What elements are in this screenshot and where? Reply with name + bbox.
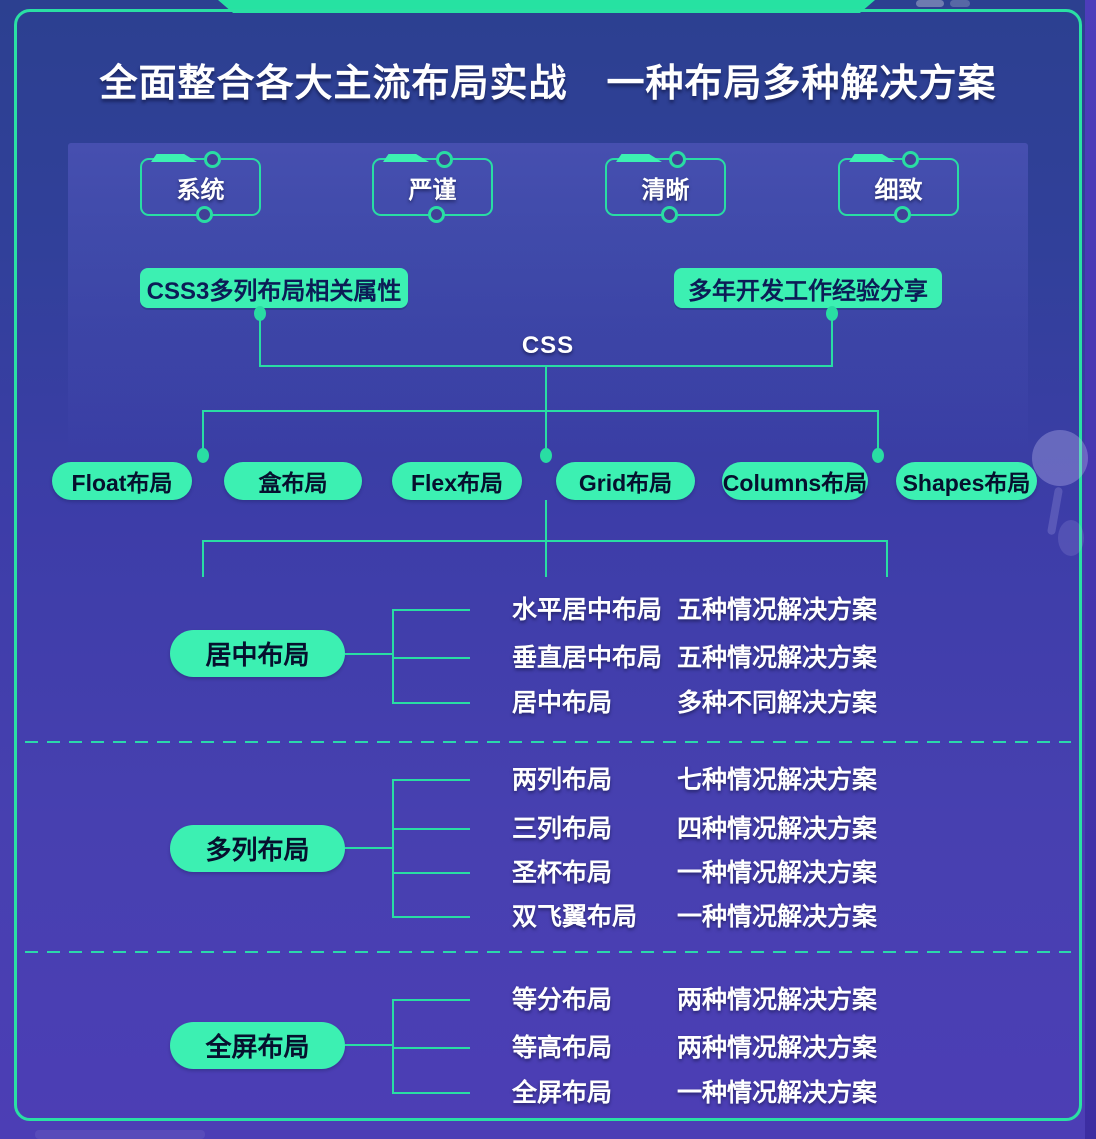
connector-dot [254,306,266,321]
branch-solution: 两种情况解决方案 [677,1034,878,1062]
feature-tag: 细致 [838,151,959,223]
feature-tag-label: 细致 [874,176,923,204]
feature-tag-label: 系统 [176,176,225,204]
connector-line [392,872,470,874]
branch-solution: 七种情况解决方案 [677,766,878,794]
layout-pill: Columns布局 [722,462,868,500]
ring-icon [428,206,445,223]
connector-line [392,657,470,659]
branch-label: 等分布局 [512,986,613,1014]
connector-line [392,999,470,1001]
branch-label: 等高布局 [512,1034,613,1062]
connector-line [392,702,470,704]
connector-line [886,540,888,577]
branch-label: 圣杯布局 [512,859,613,887]
outer-frame-border [14,9,1082,1121]
connector-line [345,1044,392,1046]
branch-label: 全屏布局 [512,1079,613,1107]
connector-line [203,410,879,412]
branch-solution: 四种情况解决方案 [677,815,878,843]
css-root-label: CSS [521,332,575,359]
feature-tag: 清晰 [605,151,726,223]
decor-circle [1058,520,1084,556]
feature-tag: 系统 [140,151,261,223]
ring-icon [902,151,919,168]
branch-solution: 两种情况解决方案 [677,986,878,1014]
layout-pill: 盒布局 [224,462,362,500]
folder-tab-icon [151,154,197,162]
folder-tab-icon [849,154,895,162]
branch-label: 垂直居中布局 [512,644,663,672]
connector-dot [826,306,838,321]
ring-icon [436,151,453,168]
branch-label: 水平居中布局 [512,596,663,624]
group-pill: 全屏布局 [170,1022,345,1069]
connector-line [545,540,547,577]
connector-line [392,916,470,918]
connector-line [545,365,547,410]
connector-line [259,316,261,365]
folder-tab-icon [383,154,429,162]
connector-dot [540,448,552,463]
group-pill: 居中布局 [170,630,345,677]
top-right-fragment [950,0,970,7]
connector-line [545,500,547,540]
branch-solution: 多种不同解决方案 [677,689,878,717]
ring-icon [196,206,213,223]
top-right-fragment [916,0,944,7]
layout-pill: Shapes布局 [896,462,1037,500]
connector-line [392,1092,470,1094]
connector-line [392,609,470,611]
branch-solution: 五种情况解决方案 [677,596,878,624]
ring-icon [661,206,678,223]
layout-pill: Grid布局 [556,462,695,500]
branch-label: 三列布局 [512,815,613,843]
connector-line [392,779,394,918]
connector-dot [872,448,884,463]
branch-label: 双飞翼布局 [512,903,638,931]
branch-label: 两列布局 [512,766,613,794]
page-background-strip [1085,0,1096,1139]
connector-line [392,999,394,1094]
bottom-fragment [35,1130,205,1139]
layout-pill: Flex布局 [392,462,522,500]
group-pill: 多列布局 [170,825,345,872]
connector-line [545,410,547,450]
layout-pill: Float布局 [52,462,192,500]
connector-line [345,847,392,849]
feature-tag-label: 清晰 [641,176,690,204]
connector-line [877,410,879,450]
feature-box: CSS3多列布局相关属性 [140,268,408,308]
branch-solution: 五种情况解决方案 [677,644,878,672]
connector-line [392,1047,470,1049]
ring-icon [669,151,686,168]
connector-line [392,609,394,704]
decor-circle [1032,430,1088,486]
branch-solution: 一种情况解决方案 [677,859,878,887]
branch-solution: 一种情况解决方案 [677,903,878,931]
connector-line [392,828,470,830]
folder-tab-icon [616,154,662,162]
feature-box: 多年开发工作经验分享 [674,268,942,308]
dashed-divider [25,951,1071,953]
connector-line [202,410,204,450]
connector-line [345,653,392,655]
page-title: 全面整合各大主流布局实战 一种布局多种解决方案 [99,63,997,105]
connector-dot [197,448,209,463]
connector-line [392,779,470,781]
feature-tag: 严谨 [372,151,493,223]
feature-tag-label: 严谨 [408,176,457,204]
connector-line [831,316,833,365]
ring-icon [894,206,911,223]
branch-label: 居中布局 [512,689,613,717]
branch-solution: 一种情况解决方案 [677,1079,878,1107]
ring-icon [204,151,221,168]
connector-line [202,540,204,577]
dashed-divider [25,741,1071,743]
